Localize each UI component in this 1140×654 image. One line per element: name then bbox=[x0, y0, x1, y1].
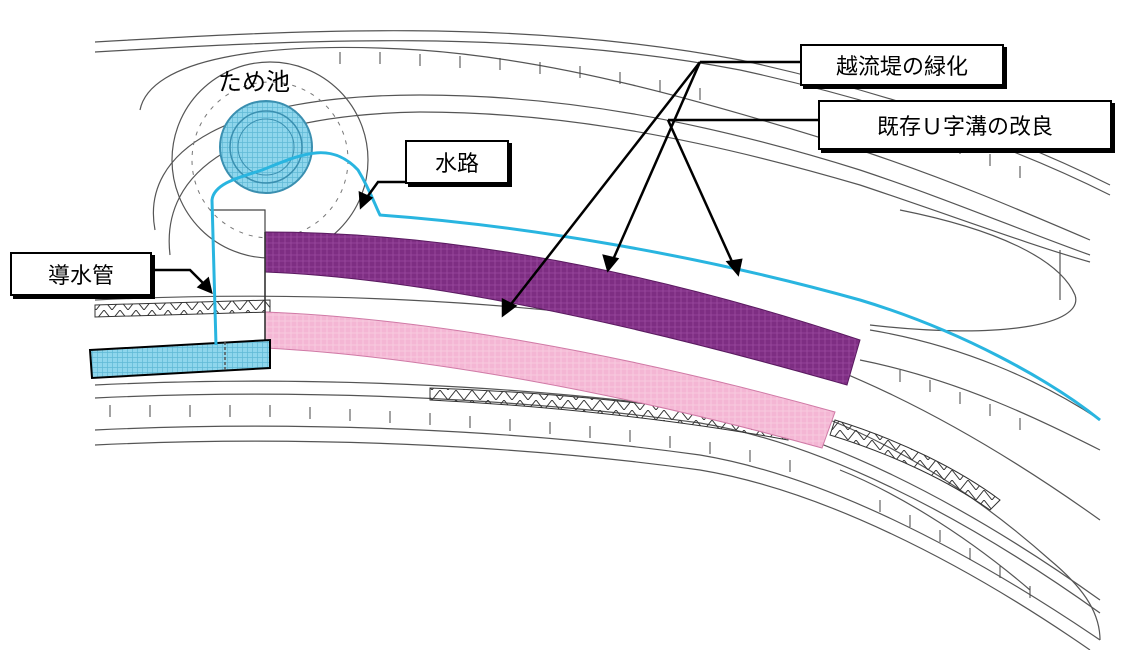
pond-label: ため池 bbox=[218, 68, 290, 96]
pond-tank bbox=[219, 100, 313, 194]
overflow-greening-label: 越流堤の緑化 bbox=[800, 44, 1004, 86]
culvert-wall bbox=[210, 209, 266, 346]
ditch-improvement-label: 既存Ｕ字溝の改良 bbox=[818, 100, 1112, 150]
slope-ticks bbox=[109, 52, 1031, 598]
conduit-label: 導水管 bbox=[10, 252, 152, 296]
leader-arrows bbox=[152, 60, 818, 318]
waterway-label: 水路 bbox=[405, 140, 509, 184]
overflow-greening-lower bbox=[264, 311, 836, 449]
waterway-line bbox=[210, 151, 1101, 422]
zigzag-band-left bbox=[94, 299, 271, 318]
conduit-box bbox=[88, 338, 271, 380]
zigzag-band-right bbox=[829, 419, 1001, 511]
embankment-linework bbox=[94, 30, 1111, 651]
overflow-greening-upper bbox=[264, 231, 861, 386]
